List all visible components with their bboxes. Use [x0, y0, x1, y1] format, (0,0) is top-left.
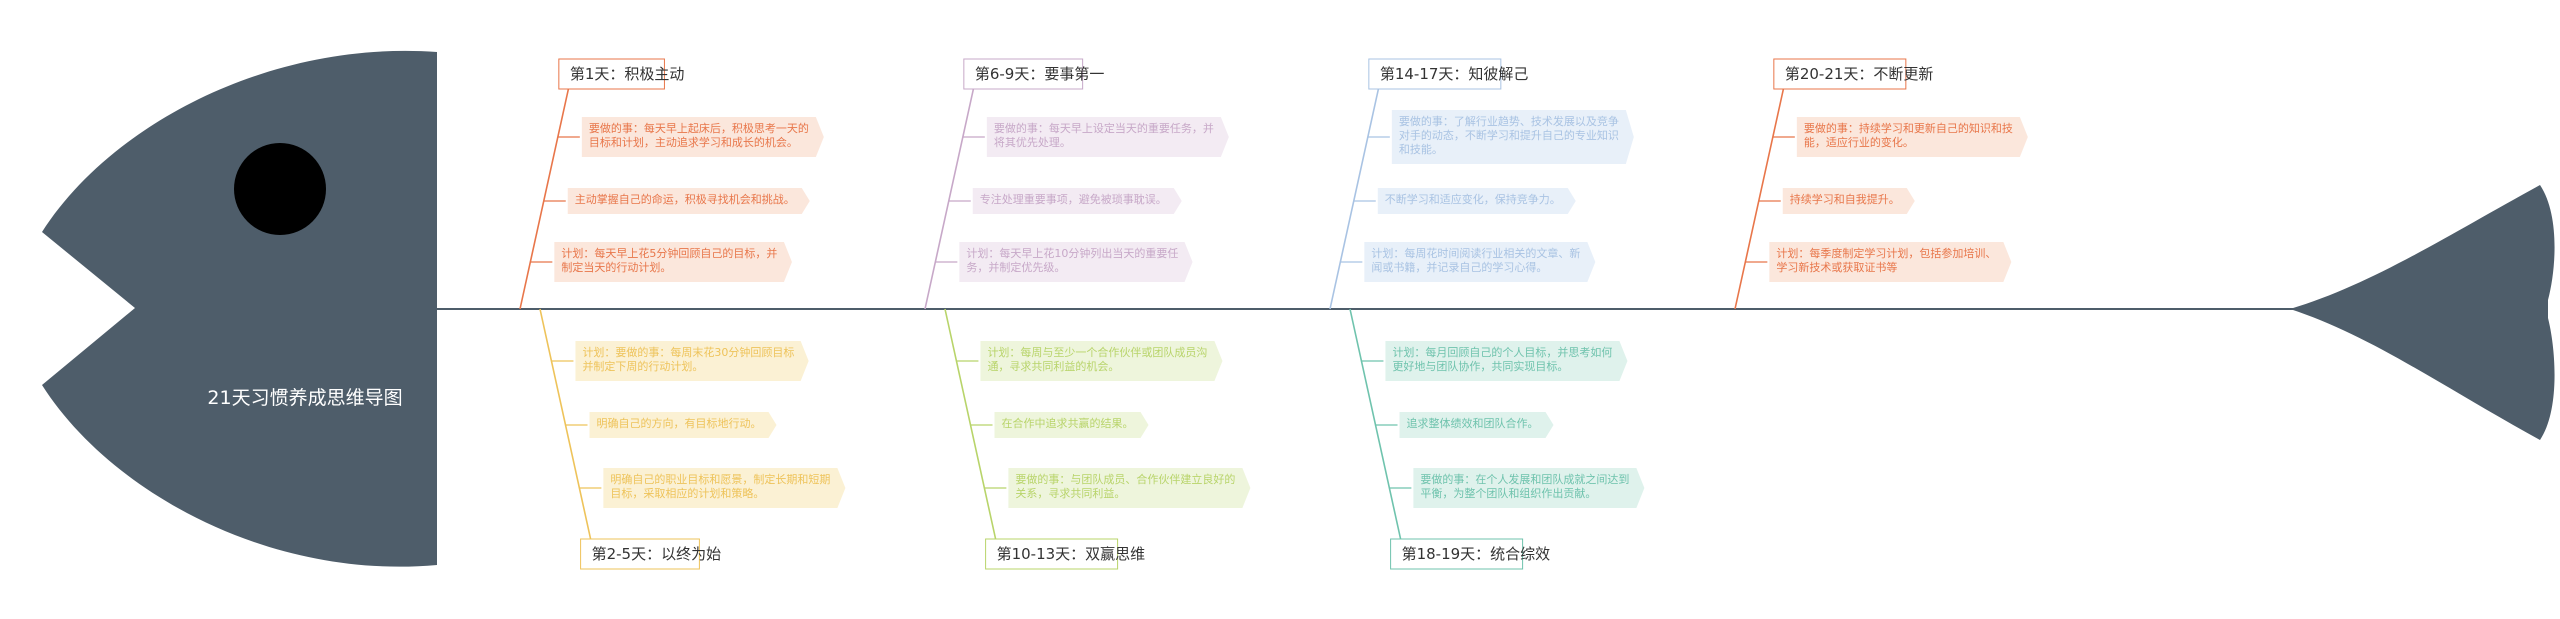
item-text[interactable]: 主动掌握自己的命运，积极寻找机会和挑战。 [575, 192, 795, 206]
item-text[interactable]: 目标和计划，主动追求学习和成长的机会。 [589, 135, 798, 149]
topic-box[interactable] [558, 58, 665, 90]
branch-group: 第2-5天：以终为始 计划：要做的事：每周末花30分钟回顾目标并制定下周的行动计划… [539, 308, 846, 570]
topic-label: 第1天：积极主动 [570, 65, 685, 83]
item-text[interactable]: 追求整体绩效和团队合作。 [1407, 416, 1539, 430]
item-text[interactable]: 计划：每季度制定学习计划，包括参加培训、 [1776, 246, 1996, 260]
item-background [1364, 242, 1596, 282]
fish-eye [234, 143, 326, 235]
item-text[interactable]: 计划：每周花时间阅读行业相关的文章、新 [1371, 246, 1580, 260]
branch-bone [1329, 86, 1380, 310]
item-text[interactable]: 不断学习和适应变化，保持竞争力。 [1385, 192, 1561, 206]
item-text[interactable]: 制定当天的行动计划。 [561, 260, 671, 274]
item-text[interactable]: 对手的动态，不断学习和提升自己的专业知识 [1399, 128, 1619, 142]
branch-bone [1734, 86, 1785, 310]
item-text[interactable]: 要做的事：了解行业趋势、技术发展以及竞争 [1399, 114, 1619, 128]
item-text[interactable]: 要做的事：在个人发展和团队成就之间达到 [1420, 472, 1629, 486]
branches-layer: 第1天：积极主动要做的事：每天早上起床后，积极思考一天的目标和计划，主动追求学习… [519, 58, 2028, 570]
item-background [567, 188, 810, 214]
item-text[interactable]: 计划：每天早上花5分钟回顾自己的目标，并 [561, 246, 777, 260]
diagram-title[interactable]: 21天习惯养成思维导图 [207, 387, 402, 409]
item-background [1769, 242, 2012, 282]
item-text[interactable]: 平衡，为整个团队和组织作出贡献。 [1420, 486, 1596, 500]
item-background [959, 242, 1193, 282]
item-background [1377, 188, 1576, 214]
item-background [1413, 468, 1645, 508]
item-text[interactable]: 要做的事：与团队成员、合作伙伴建立良好的 [1015, 472, 1235, 486]
item-background [581, 117, 824, 157]
item-text[interactable]: 并制定下周的行动计划。 [582, 359, 703, 373]
item-background [589, 412, 777, 438]
item-text[interactable]: 要做的事：持续学习和更新自己的知识和技 [1804, 121, 2013, 135]
topic-box[interactable] [580, 538, 700, 570]
item-text[interactable]: 能，适应行业的变化。 [1804, 135, 1914, 149]
item-background [1391, 110, 1634, 164]
item-background [986, 117, 1229, 157]
branch-bone [924, 86, 975, 310]
branch-group: 第6-9天：要事第一要做的事：每天早上设定当天的重要任务，并将其优先处理。专注处… [924, 58, 1229, 310]
item-text[interactable]: 关系，寻求共同利益。 [1015, 486, 1125, 500]
item-text[interactable]: 计划：要做的事：每周末花30分钟回顾目标 [582, 345, 794, 359]
item-text[interactable]: 计划：每周与至少一个合作伙伴或团队成员沟 [987, 345, 1207, 359]
item-text[interactable]: 在合作中追求共赢的结果。 [1002, 416, 1134, 430]
item-text[interactable]: 计划：每月回顾自己的个人目标，并思考如何 [1392, 345, 1612, 359]
topic-label: 第20-21天：不断更新 [1785, 65, 1934, 83]
item-background [994, 412, 1149, 438]
item-text[interactable]: 和技能。 [1399, 142, 1443, 156]
item-text[interactable]: 专注处理重要事项，避免被琐事耽误。 [980, 192, 1167, 206]
topic-box[interactable] [1390, 538, 1524, 570]
branch-group: 第1天：积极主动要做的事：每天早上起床后，积极思考一天的目标和计划，主动追求学习… [519, 58, 824, 310]
fish-tail [2290, 185, 2555, 440]
fish-head[interactable] [42, 50, 437, 567]
item-text[interactable]: 要做的事：每天早上设定当天的重要任务，并 [994, 121, 1214, 135]
topic-box[interactable] [1773, 58, 1907, 90]
item-text[interactable]: 计划：每天早上花10分钟列出当天的重要任 [966, 246, 1178, 260]
item-background [575, 341, 809, 381]
item-text[interactable]: 明确自己的职业目标和愿景，制定长期和短期 [610, 472, 830, 486]
item-text[interactable]: 明确自己的方向，有目标地行动。 [597, 416, 762, 430]
item-text[interactable]: 通，寻求共同利益的机会。 [987, 359, 1119, 373]
topic-box[interactable] [963, 58, 1084, 90]
item-text[interactable]: 更好地与团队协作，共同实现目标。 [1392, 359, 1568, 373]
branch-bone [539, 308, 592, 540]
branch-group: 第18-19天：统合综效 计划：每月回顾自己的个人目标，并思考如何更好地与团队协作… [1349, 308, 1645, 570]
item-text[interactable]: 务，并制定优先级。 [966, 260, 1065, 274]
item-background [980, 341, 1223, 381]
topic-box[interactable] [985, 538, 1119, 570]
item-text[interactable]: 将其优先处理。 [994, 136, 1071, 149]
item-background [1796, 117, 2028, 157]
item-background [554, 242, 792, 282]
item-text[interactable]: 持续学习和自我提升。 [1790, 192, 1900, 206]
branch-bone [944, 308, 997, 540]
branch-bone [1349, 308, 1402, 540]
item-text[interactable]: 要做的事：每天早上起床后，积极思考一天的 [589, 121, 809, 135]
item-background [1782, 188, 1915, 214]
item-background [603, 468, 846, 508]
item-text[interactable]: 闻或书籍，并记录自己的学习心得。 [1371, 260, 1547, 274]
branch-bone [519, 86, 570, 310]
topic-box[interactable] [1368, 58, 1502, 90]
topic-label: 第18-19天：统合综效 [1402, 545, 1551, 563]
topic-label: 第6-9天：要事第一 [975, 65, 1105, 83]
item-text[interactable]: 学习新技术或获取证书等 [1776, 260, 1897, 274]
topic-label: 第14-17天：知彼解己 [1380, 65, 1529, 83]
branch-group: 第14-17天：知彼解己要做的事：了解行业趋势、技术发展以及竞争对手的动态，不断… [1329, 58, 1634, 310]
branch-group: 第10-13天：双赢思维 计划：每周与至少一个合作伙伴或团队成员沟通，寻求共同利益… [944, 308, 1251, 570]
item-background [1399, 412, 1554, 438]
item-text[interactable]: 目标，采取相应的计划和策略。 [610, 486, 764, 500]
topic-label: 第2-5天：以终为始 [592, 545, 722, 563]
item-background [1008, 468, 1251, 508]
item-background [972, 188, 1182, 214]
item-background [1385, 341, 1628, 381]
branch-group: 第20-21天：不断更新要做的事：持续学习和更新自己的知识和技能，适应行业的变化… [1734, 58, 2028, 310]
topic-label: 第10-13天：双赢思维 [997, 545, 1146, 563]
